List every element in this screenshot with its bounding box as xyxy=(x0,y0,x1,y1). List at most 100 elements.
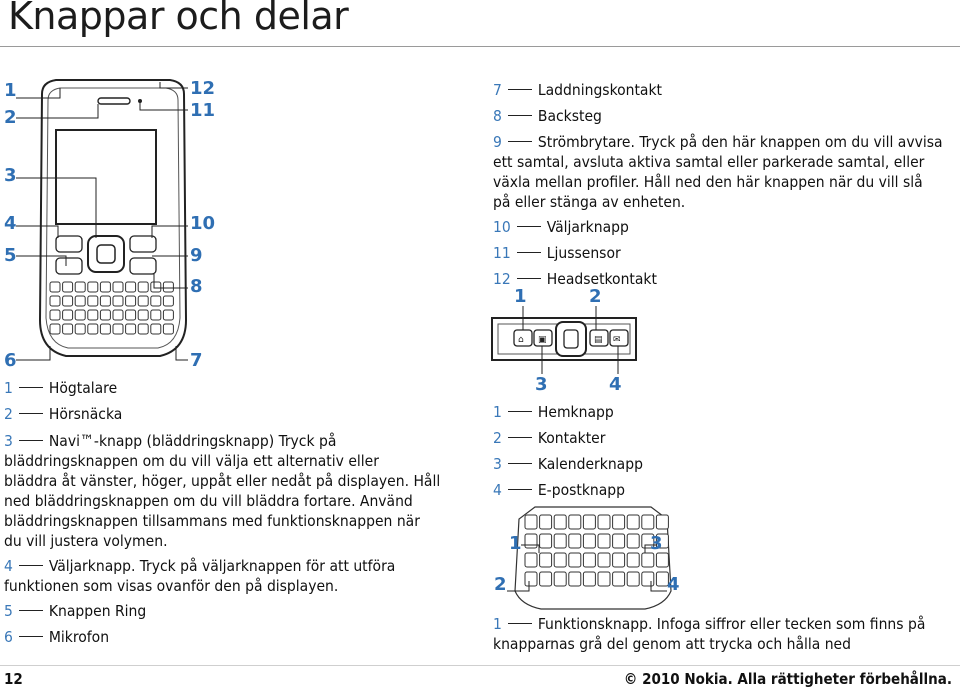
keyboard-key xyxy=(74,295,86,307)
keyboard-key xyxy=(99,281,111,293)
keyboard-key xyxy=(655,514,669,530)
page-number: 12 xyxy=(4,670,23,688)
keyboard-callout-3: 3 xyxy=(650,533,663,554)
keyboard-key xyxy=(137,323,149,335)
keyboard-key xyxy=(524,571,538,587)
keyboard-key xyxy=(74,323,86,335)
keyboard-key xyxy=(49,281,61,293)
keyboard-key xyxy=(112,281,124,293)
callout-8: 8 xyxy=(190,276,203,297)
page-title: Knappar och delar xyxy=(8,0,349,38)
keyboard-key xyxy=(150,295,162,307)
keyboard-key xyxy=(125,309,137,321)
keyboard-key xyxy=(74,309,86,321)
keyboard-key xyxy=(568,533,582,549)
phone-front-diagram xyxy=(16,79,188,361)
keyboard-key xyxy=(74,281,86,293)
title-divider xyxy=(0,46,960,47)
keyboard-key xyxy=(49,295,61,307)
keyboard-key xyxy=(641,514,655,530)
callout-2: 2 xyxy=(4,107,17,128)
keyboard-callout-2: 2 xyxy=(494,574,507,595)
callout-6: 6 xyxy=(4,350,17,371)
keyboard-key xyxy=(626,571,640,587)
keyboard-key xyxy=(99,323,111,335)
svg-text:▤: ▤ xyxy=(594,335,603,345)
keyboard-key xyxy=(62,281,74,293)
keyboard-key xyxy=(62,323,74,335)
keyboard-key xyxy=(612,552,626,568)
strip-callout-1: 1 xyxy=(514,286,527,307)
callout-1: 1 xyxy=(4,80,17,101)
keyboard-key xyxy=(568,514,582,530)
keyboard-key xyxy=(137,281,149,293)
keyboard-key xyxy=(162,281,174,293)
keyboard-key xyxy=(568,552,582,568)
keyboard-key xyxy=(568,571,582,587)
callout-5: 5 xyxy=(4,245,17,266)
keyboard-key xyxy=(125,295,137,307)
keyboard-key xyxy=(112,309,124,321)
strip-callout-3: 3 xyxy=(535,374,548,395)
keyboard-key xyxy=(655,552,669,568)
keyboard-key xyxy=(87,281,99,293)
keyboard-key xyxy=(553,514,567,530)
copyright: © 2010 Nokia. Alla rättigheter förbehåll… xyxy=(623,670,952,688)
keyboard-key xyxy=(524,514,538,530)
keyboard-key xyxy=(62,295,74,307)
keyboard-key xyxy=(125,281,137,293)
footer-divider xyxy=(0,665,960,666)
keyboard-key xyxy=(612,533,626,549)
keyboard-key xyxy=(150,309,162,321)
svg-text:✉: ✉ xyxy=(613,335,621,345)
keyboard-key xyxy=(655,571,669,587)
key-strip-diagram: ⌂ ▣ ▤ ✉ xyxy=(491,306,637,374)
keyboard-key xyxy=(582,533,596,549)
keyboard-key xyxy=(87,309,99,321)
screen xyxy=(55,129,157,225)
callout-4: 4 xyxy=(4,213,17,234)
keyboard-key xyxy=(626,533,640,549)
keyboard-key xyxy=(539,533,553,549)
keyboard-key xyxy=(539,571,553,587)
keyboard-key xyxy=(62,309,74,321)
keyboard-key xyxy=(162,309,174,321)
callout-11: 11 xyxy=(190,100,216,121)
keyboard-key xyxy=(150,323,162,335)
keyboard-key xyxy=(112,295,124,307)
keyboard-key xyxy=(87,295,99,307)
strip-callout-4: 4 xyxy=(609,374,622,395)
keyboard-key xyxy=(137,309,149,321)
keyboard-diagram xyxy=(507,506,672,610)
phone-outline xyxy=(38,79,188,357)
keyboard-key xyxy=(553,533,567,549)
keyboard-key xyxy=(553,571,567,587)
earpiece-slot xyxy=(97,97,131,105)
keyboard-key xyxy=(49,323,61,335)
keyboard-key xyxy=(597,533,611,549)
keyboard-key xyxy=(87,323,99,335)
keyboard-key xyxy=(99,309,111,321)
keyboard-key xyxy=(524,552,538,568)
keyboard-key xyxy=(597,514,611,530)
keyboard-key xyxy=(553,552,567,568)
keyboard-key xyxy=(125,323,137,335)
keyboard-key xyxy=(582,514,596,530)
keyboard-key xyxy=(162,295,174,307)
keyboard-key xyxy=(641,571,655,587)
callout-10: 10 xyxy=(190,213,216,234)
keyboard-key xyxy=(524,533,538,549)
